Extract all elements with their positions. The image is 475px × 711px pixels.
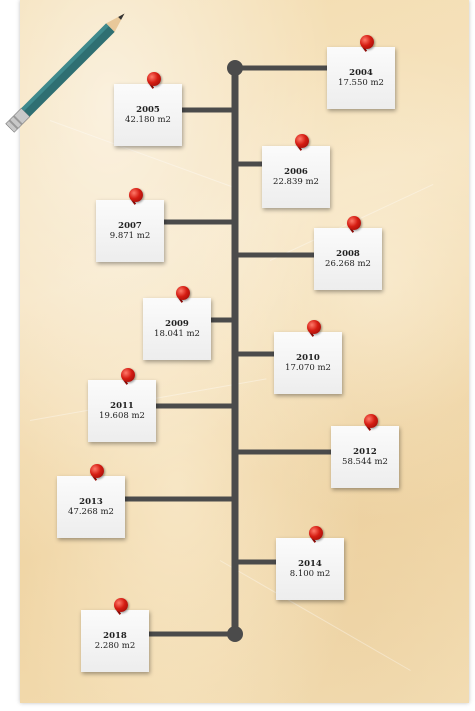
note-year: 2012 (353, 447, 377, 457)
note-year: 2004 (349, 68, 373, 78)
push-pin-icon (309, 526, 323, 540)
note-year: 2008 (336, 249, 360, 259)
note-value: 26.268 m2 (325, 259, 371, 269)
note-year: 2011 (110, 401, 134, 411)
note-year: 2007 (118, 221, 142, 231)
push-pin-icon (347, 216, 361, 230)
pencil-icon (5, 13, 125, 133)
note-year: 2006 (284, 167, 308, 177)
note-value: 8.100 m2 (289, 569, 331, 579)
note-value: 22.839 m2 (273, 177, 319, 187)
note-value: 19.608 m2 (99, 411, 145, 421)
note-value: 17.070 m2 (285, 363, 331, 373)
push-pin-icon (114, 598, 128, 612)
note-value: 2.280 m2 (94, 641, 136, 651)
timeline-connectors (124, 65, 332, 637)
note-value: 18.041 m2 (154, 329, 200, 339)
note-value: 42.180 m2 (125, 115, 171, 125)
note-year: 2010 (296, 353, 320, 363)
note-year: 2005 (136, 105, 160, 115)
note-year: 2009 (165, 319, 189, 329)
push-pin-icon (295, 134, 309, 148)
note-year: 2018 (103, 631, 127, 641)
note-value: 9.871 m2 (109, 231, 151, 241)
note-year: 2014 (298, 559, 322, 569)
push-pin-icon (360, 35, 374, 49)
push-pin-icon (129, 188, 143, 202)
note-value: 58.544 m2 (342, 457, 388, 467)
push-pin-icon (121, 368, 135, 382)
push-pin-icon (307, 320, 321, 334)
push-pin-icon (147, 72, 161, 86)
note-year: 2013 (79, 497, 103, 507)
push-pin-icon (364, 414, 378, 428)
note-value: 17.550 m2 (338, 78, 384, 88)
push-pin-icon (90, 464, 104, 478)
push-pin-icon (176, 286, 190, 300)
note-value: 47.268 m2 (68, 507, 114, 517)
